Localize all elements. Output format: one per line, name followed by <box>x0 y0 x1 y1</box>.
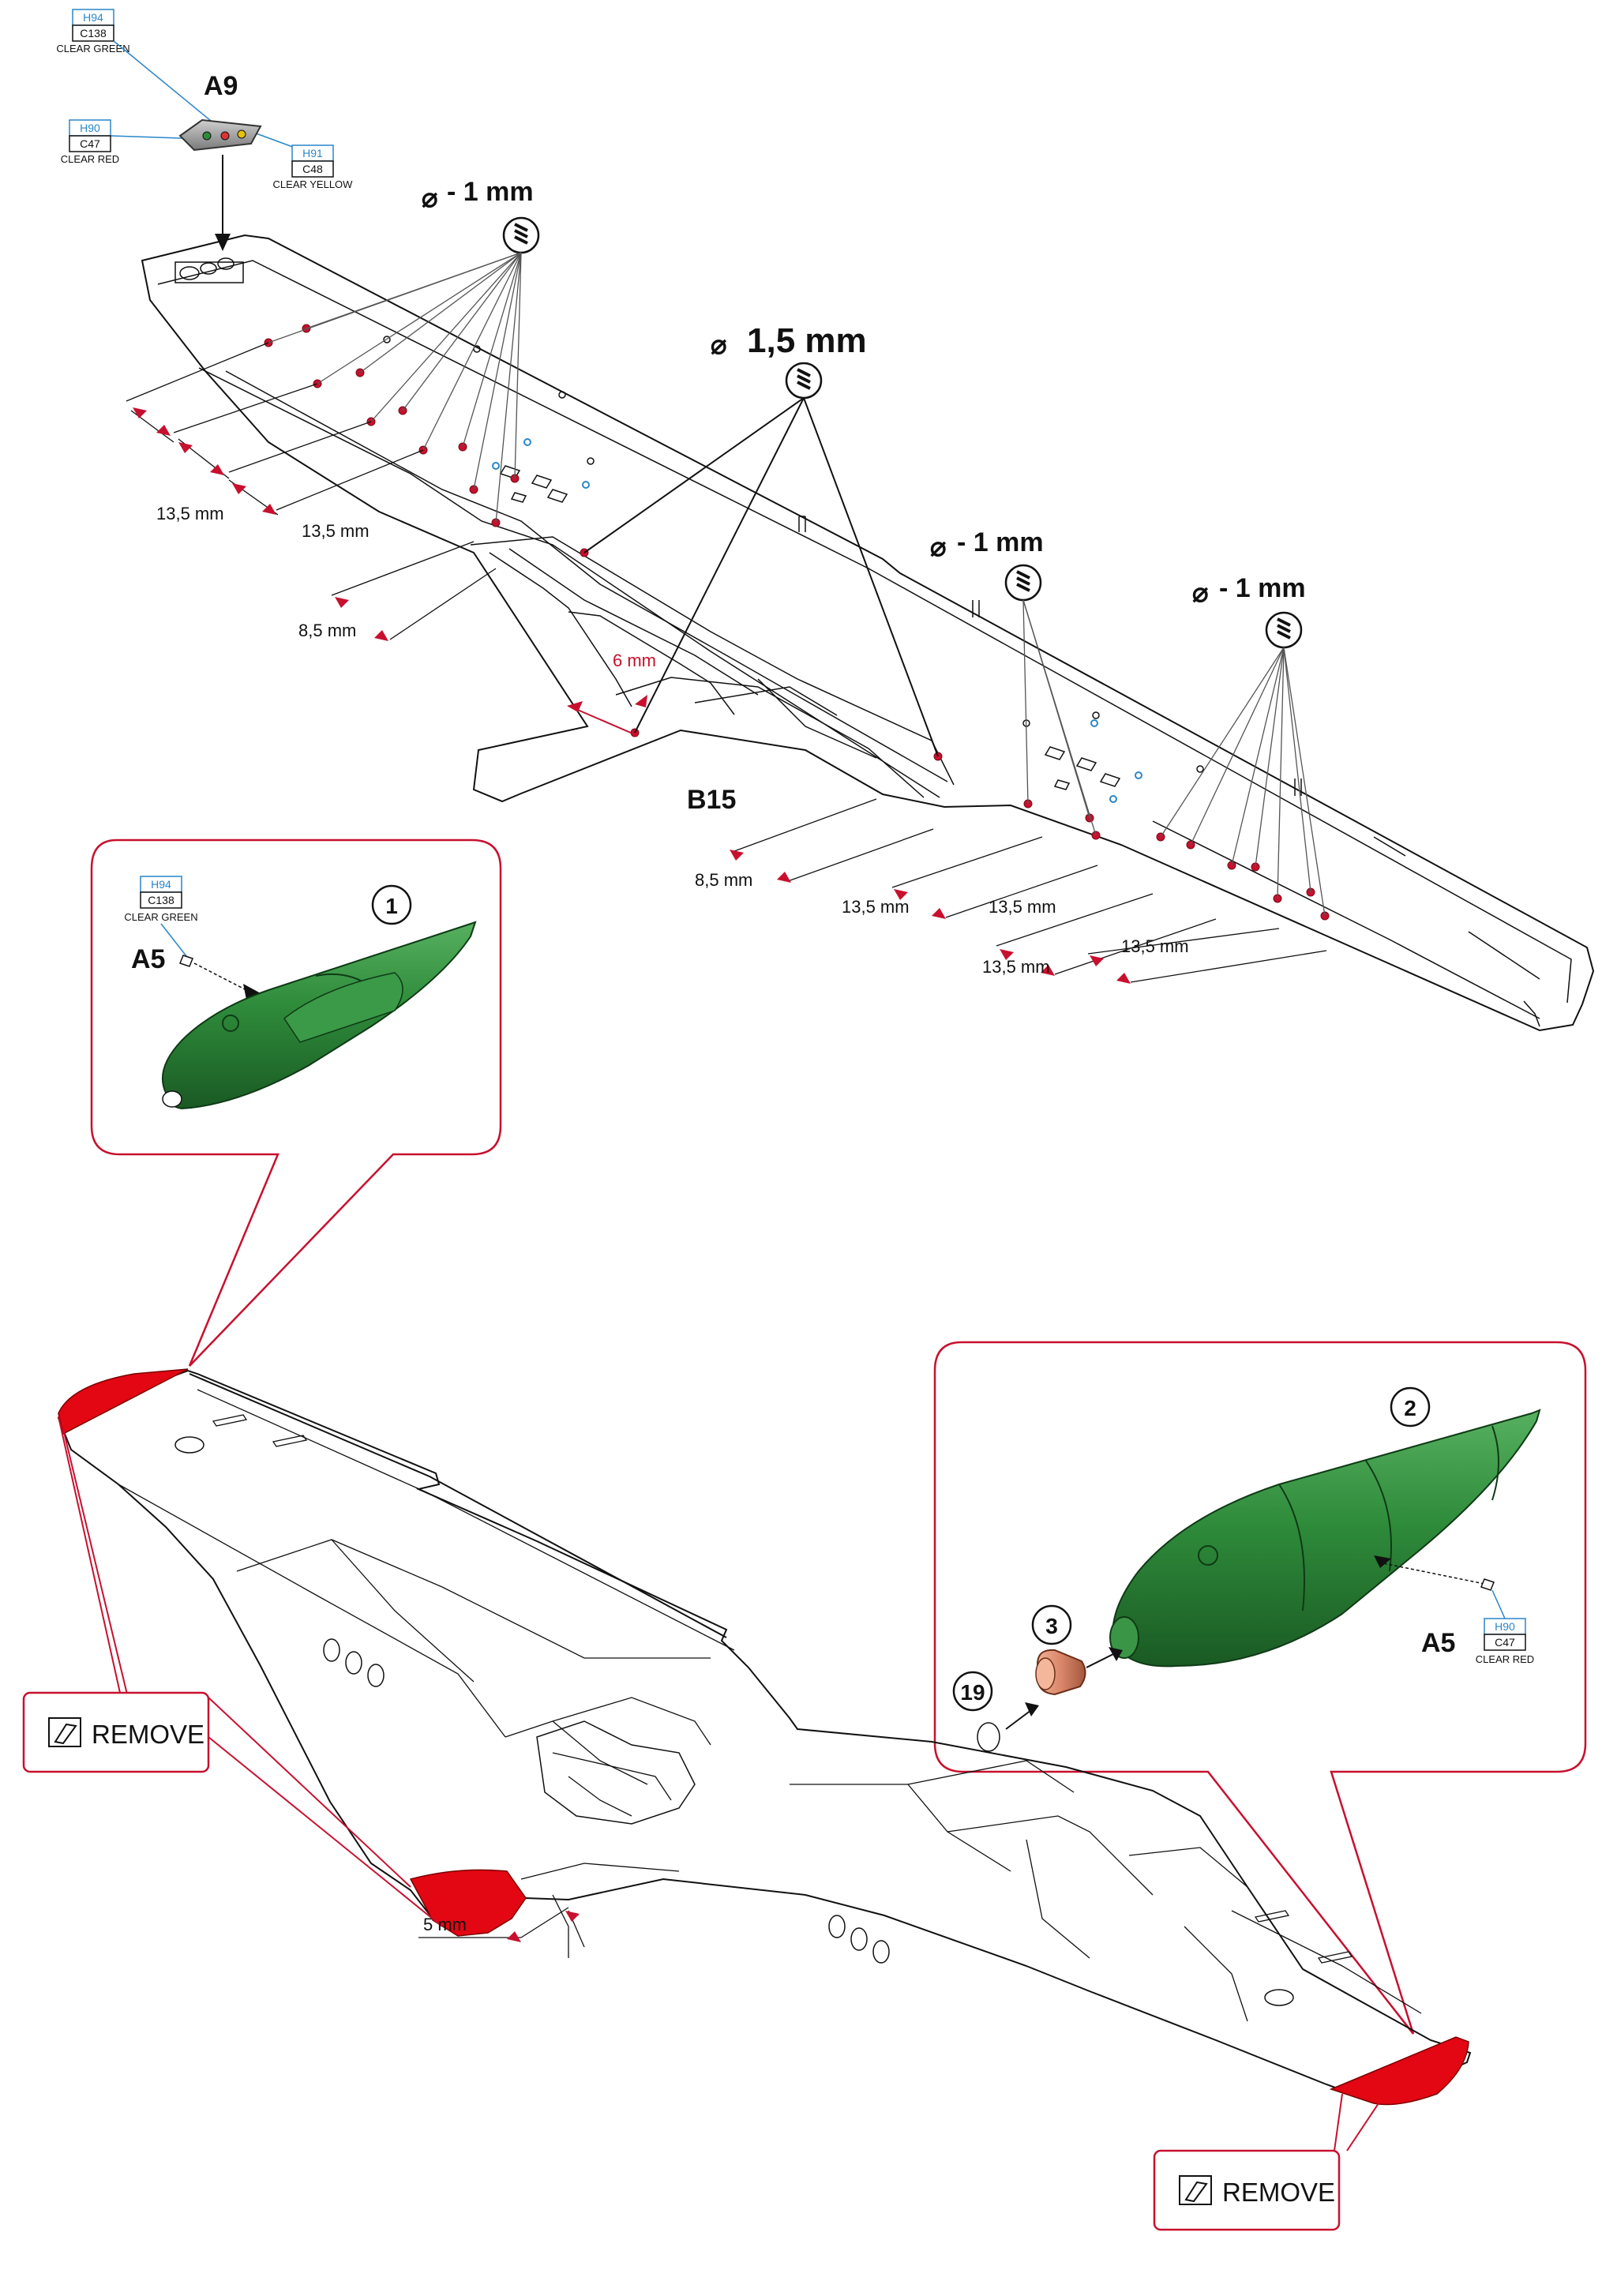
paint-name: CLEAR YELLOW <box>273 178 354 190</box>
drill-size-label: - 1 mm <box>447 177 534 207</box>
paint-h-code: H90 <box>80 122 100 134</box>
dimension-label: 13,5 mm <box>989 897 1056 917</box>
remove-text: REMOVE <box>92 1720 204 1749</box>
part-label-b15: B15 <box>687 785 736 815</box>
dimension-lines-left <box>126 342 497 640</box>
drill-size-label: 1,5 mm <box>747 321 867 360</box>
step-number: 3 <box>1045 1614 1058 1638</box>
dimension-label: 13,5 mm <box>156 504 224 523</box>
step-number: 2 <box>1404 1396 1416 1420</box>
dimension-label: 6 mm <box>613 651 656 670</box>
dimension-5mm: 5 mm <box>418 1907 585 1948</box>
drill-holes <box>264 324 1330 921</box>
paint-h-code: H90 <box>1495 1620 1515 1633</box>
dimension-label: 13,5 mm <box>1121 936 1189 956</box>
dimension-arrows-left <box>133 407 388 641</box>
lower-wing-panel <box>141 234 1595 1032</box>
paint-name: CLEAR RED <box>61 153 119 165</box>
dimension-lines-right <box>733 798 1327 983</box>
dimension-label: 13,5 mm <box>982 957 1050 977</box>
step-number: 19 <box>960 1680 985 1705</box>
remove-text: REMOVE <box>1222 2178 1335 2207</box>
drill-size-label: - 1 mm <box>1219 573 1306 603</box>
clear-lens-part <box>977 1722 1000 1752</box>
paint-callout-inset2: H90 C47 CLEAR RED <box>1476 1589 1534 1665</box>
step-number-circle <box>952 1671 993 1712</box>
a9-part-shape <box>178 118 262 152</box>
part-label-a5: A5 <box>1421 1628 1455 1658</box>
diameter-symbol: ⌀ <box>1192 578 1209 608</box>
a9-assembly: H94 C138 CLEAR GREEN A9 H90 C47 CLEAR RE… <box>56 9 353 251</box>
wingtip-left-red <box>58 1368 189 1435</box>
remove-label-left: REMOVE <box>22 1691 210 1773</box>
wingtip-lower-red <box>409 1869 527 1937</box>
drill-callout-center: ⌀ 1,5 mm <box>583 321 939 757</box>
wingtip-right-red <box>1329 2036 1469 2106</box>
diameter-symbol: ⌀ <box>711 330 727 360</box>
drill-size-label: - 1 mm <box>957 527 1044 557</box>
paint-c-code: C48 <box>302 163 323 175</box>
paint-c-code: C138 <box>148 894 174 906</box>
part-label-a5: A5 <box>131 944 165 974</box>
step-number-circle <box>1031 1604 1072 1645</box>
dimension-label: 13,5 mm <box>302 521 370 541</box>
dimension-arrows-right <box>730 850 1131 984</box>
drop-tank-1 <box>162 921 477 1110</box>
paint-h-code: H91 <box>302 147 323 159</box>
paint-name: CLEAR GREEN <box>56 43 129 54</box>
paint-callout-a9-left: H90 C47 CLEAR RED <box>61 119 119 165</box>
copper-cone <box>1035 1649 1086 1696</box>
drop-tank-2 <box>1109 1409 1541 1668</box>
paint-callout-a9-top: H94 C138 CLEAR GREEN <box>56 9 130 54</box>
inset-leaders <box>58 1416 1379 2152</box>
part-label-a9: A9 <box>204 71 238 101</box>
paint-h-code: H94 <box>83 11 103 24</box>
paint-callout-a9-right: H91 C48 CLEAR YELLOW <box>273 144 354 190</box>
paint-c-code: C138 <box>80 27 107 39</box>
upper-wing <box>57 1369 1472 2103</box>
paint-h-code: H94 <box>151 878 171 891</box>
paint-c-code: C47 <box>80 137 100 150</box>
diameter-symbol: ⌀ <box>422 183 438 213</box>
drill-callout-right-a: ⌀ - 1 mm <box>930 527 1097 836</box>
inset-2: 2 H90 C47 CLEAR RED A5 3 <box>933 1341 1587 2035</box>
blue-marker-dots <box>492 438 1142 803</box>
paint-name: CLEAR RED <box>1476 1653 1534 1665</box>
dimension-6mm: 6 mm <box>567 651 656 737</box>
dimension-label: 5 mm <box>423 1915 467 1934</box>
step-number: 1 <box>385 894 398 918</box>
paint-callout-inset1: H94 C138 CLEAR GREEN <box>124 876 198 961</box>
step-number-circle <box>1390 1386 1431 1427</box>
paint-c-code: C47 <box>1495 1636 1515 1649</box>
step-number-circle <box>371 884 412 925</box>
paint-name: CLEAR GREEN <box>124 911 197 923</box>
diameter-symbol: ⌀ <box>930 532 947 562</box>
drill-callout-right-b: ⌀ - 1 mm <box>1160 573 1326 917</box>
dimension-label: 13,5 mm <box>842 897 910 917</box>
remove-label-right: REMOVE <box>1153 2149 1341 2231</box>
drill-callout-left: ⌀ - 1 mm <box>268 177 540 523</box>
dimension-label: 8,5 mm <box>298 621 356 640</box>
dimension-label: 8,5 mm <box>695 870 752 890</box>
inset-1: H94 C138 CLEAR GREEN A5 1 <box>90 838 502 1367</box>
